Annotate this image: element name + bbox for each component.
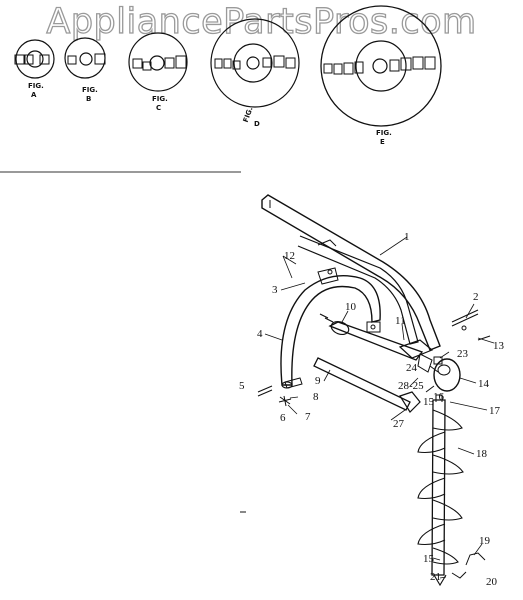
fig-e-square xyxy=(400,57,412,71)
lower-shaft xyxy=(313,313,424,413)
callout-1: 1 xyxy=(404,231,410,243)
fig-b-square xyxy=(94,53,106,65)
fig-b-word: FIG. xyxy=(82,86,98,94)
figure-c: FIG. C xyxy=(128,32,188,112)
figure-e: FIG. E xyxy=(320,5,442,146)
fig-a-letter: A xyxy=(31,91,37,99)
fig-e-square xyxy=(354,61,364,74)
fig-e-word: FIG. xyxy=(376,129,392,137)
fig-d-square xyxy=(223,58,232,69)
fig-c-square xyxy=(132,58,143,69)
fig-e-letter: E xyxy=(380,138,385,146)
fig-a-square xyxy=(24,54,34,65)
figure-b: FIG. B xyxy=(64,37,106,103)
fig-a-inner-circle xyxy=(26,50,44,68)
fig-c-word: FIG. xyxy=(152,95,168,103)
fig-d-word: FIG. xyxy=(242,106,255,124)
fig-a-outer-circle xyxy=(15,39,55,79)
fig-c-letter: C xyxy=(156,104,161,112)
fig-e-mid-circle xyxy=(355,40,407,92)
callout-28-25: 28-25 xyxy=(398,380,424,392)
figure-d: FIG. D xyxy=(210,18,300,128)
callout-15-head: 15 xyxy=(423,396,435,408)
callout-12: 12 xyxy=(284,250,295,262)
callout-20: 20 xyxy=(486,576,498,588)
main-frame xyxy=(261,194,441,351)
callout-4: 4 xyxy=(257,328,263,340)
callout-27: 27 xyxy=(393,418,405,430)
callout-3: 3 xyxy=(272,284,278,296)
callout-10: 10 xyxy=(345,301,357,313)
fig-c-inner-circle xyxy=(149,55,165,71)
fig-c-square xyxy=(175,55,187,69)
fig-a-square xyxy=(14,54,25,65)
callout-11: 11 xyxy=(395,315,406,327)
fig-d-square xyxy=(214,58,223,69)
fig-d-outer-circle xyxy=(210,18,300,108)
fig-e-square xyxy=(343,62,354,75)
fig-b-square xyxy=(67,55,77,65)
fig-e-inner-circle xyxy=(372,58,388,74)
callout-7: 7 xyxy=(305,411,311,423)
callout-13: 13 xyxy=(493,340,505,352)
fig-b-letter: B xyxy=(86,95,91,103)
fig-e-square xyxy=(333,63,343,75)
fig-c-square xyxy=(142,61,152,71)
hardware xyxy=(240,309,491,579)
callout-9: 9 xyxy=(315,375,321,387)
gear-head xyxy=(398,339,461,392)
fig-d-square xyxy=(262,57,272,68)
auger xyxy=(417,394,464,587)
fig-d-square xyxy=(285,57,296,69)
fig-b-outer-circle xyxy=(64,37,106,79)
fig-b-inner-circle xyxy=(79,52,93,66)
fig-a-square xyxy=(39,54,50,65)
callout-23: 23 xyxy=(457,348,469,360)
fig-e-outer-circle xyxy=(320,5,442,127)
callout-19: 19 xyxy=(479,535,491,547)
fig-d-inner-circle xyxy=(246,56,260,70)
fig-e-square xyxy=(424,56,436,70)
callout-17: 17 xyxy=(489,405,501,417)
fig-c-outer-circle xyxy=(128,32,188,92)
fig-e-square xyxy=(412,56,424,70)
fig-c-square xyxy=(164,57,175,69)
fig-d-square xyxy=(232,60,241,70)
callout-2: 2 xyxy=(473,291,479,303)
callout-21: 21 xyxy=(430,571,441,583)
callout-24: 24 xyxy=(406,362,418,374)
callout-14: 14 xyxy=(478,378,490,390)
callouts: 1 2 3 4 5 6 7 8 9 10 11 12 13 14 15 16 1… xyxy=(239,231,505,588)
fig-d-mid-circle xyxy=(233,43,273,83)
callout-15-bottom: 15 xyxy=(423,553,435,565)
callout-8: 8 xyxy=(313,391,319,403)
callout-5: 5 xyxy=(239,380,245,392)
fig-d-square xyxy=(273,55,285,68)
fig-a-word: FIG. xyxy=(28,82,44,90)
callout-6: 6 xyxy=(280,412,286,424)
leader-lines xyxy=(264,236,495,579)
figure-a: FIG. A xyxy=(14,39,55,99)
watermark: AppliancePartsPros.com xyxy=(46,1,477,42)
fig-d-letter: D xyxy=(254,120,260,128)
fig-e-square xyxy=(389,59,400,72)
callout-16: 16 xyxy=(433,391,445,403)
callout-18: 18 xyxy=(476,448,488,460)
fig-e-square xyxy=(323,63,333,74)
